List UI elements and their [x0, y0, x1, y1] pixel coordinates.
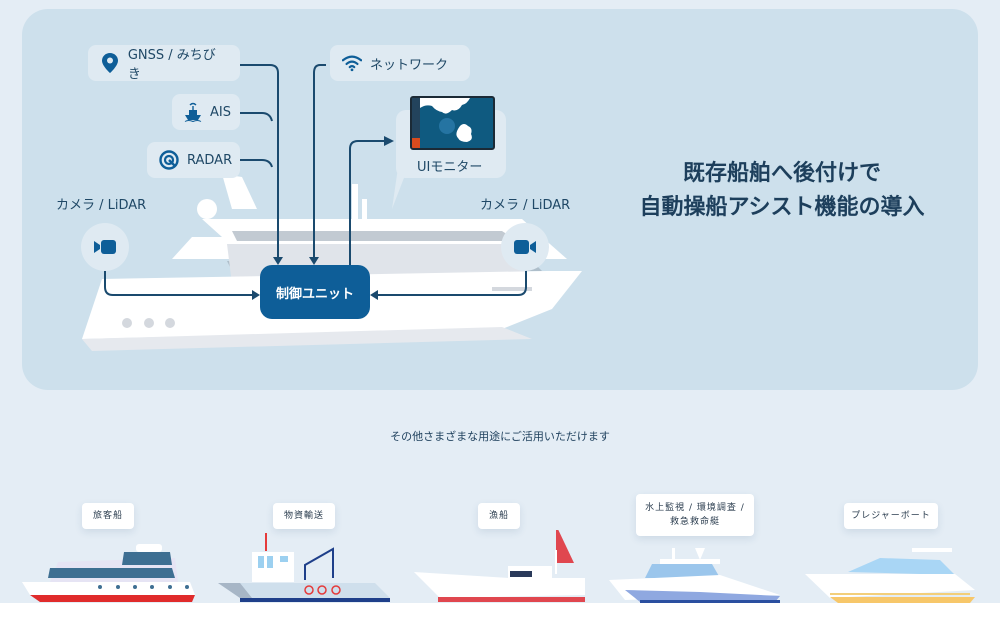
usecase-text-line2: 救急救命艇: [669, 517, 720, 527]
radar-icon: [159, 150, 179, 170]
usecase-text: 旅客船: [92, 511, 123, 521]
headline-line-1: 既存船舶へ後付けで: [682, 161, 881, 186]
usecase-label-patrol: 水上監視 / 環境調査 / 救急救命艇: [636, 494, 754, 536]
usecase-text-line1: 水上監視 / 環境調査 /: [645, 503, 745, 513]
usecase-label-passenger-ship: 旅客船: [82, 503, 134, 529]
video-camera-icon: [514, 240, 536, 254]
footer-strip: [0, 603, 1000, 621]
video-camera-icon: [94, 240, 116, 254]
usecases-subtitle: その他さまざまな用途にご活用いただけます: [390, 430, 610, 443]
camera-label-right: カメラ / LiDAR: [480, 198, 571, 213]
location-pin-icon: [100, 53, 120, 73]
input-chip-gnss: GNSS / みちびき: [88, 45, 240, 82]
usecase-label-pleasure-boat: プレジャーボート: [844, 503, 938, 529]
input-chip-ais: AIS: [172, 94, 240, 130]
camera-label-left: カメラ / LiDAR: [56, 198, 147, 213]
ui-monitor-map-icon: [410, 96, 495, 150]
wifi-icon: [342, 53, 362, 73]
usecase-text: プレジャーボート: [851, 511, 931, 521]
connector-lines: [104, 64, 527, 296]
input-label-network: ネットワーク: [370, 57, 449, 73]
headline-line-2: 自動操船アシスト機能の導入: [639, 195, 925, 220]
fishing-boat-icon: [414, 530, 585, 602]
usecase-boats: [22, 530, 975, 603]
ais-ship-antenna-icon: [184, 102, 202, 122]
input-label-gnss: GNSS / みちびき: [127, 48, 216, 82]
usecase-label-fishing: 漁船: [478, 503, 520, 529]
input-chip-network: ネットワーク: [330, 45, 470, 81]
input-label-ais: AIS: [210, 104, 231, 120]
patrol-boat-icon: [609, 548, 780, 603]
input-label-radar: RADAR: [187, 152, 233, 168]
usecase-text: 物資輸送: [283, 511, 324, 521]
ui-monitor-label: UIモニター: [417, 160, 483, 175]
camera-node-right: [501, 223, 549, 271]
camera-node-left: [81, 223, 129, 271]
usecase-label-cargo: 物資輸送: [273, 503, 335, 529]
usecase-text: 漁船: [488, 511, 509, 521]
cargo-ship-icon: [218, 533, 390, 602]
pleasure-boat-icon: [805, 548, 975, 603]
system-diagram-panel: GNSS / みちびき AIS RADAR ネットワーク UIモニター カメラ …: [22, 9, 978, 390]
passenger-ship-icon: [22, 544, 195, 602]
control-unit-label: 制御ユニット: [275, 286, 354, 302]
diagram-graphics: [82, 64, 582, 351]
input-chip-radar: RADAR: [147, 142, 240, 178]
arrowheads: [252, 136, 394, 300]
control-unit: 制御ユニット: [260, 265, 370, 319]
headline: 既存船舶へ後付けで 自動操船アシスト機能の導入: [582, 157, 978, 225]
